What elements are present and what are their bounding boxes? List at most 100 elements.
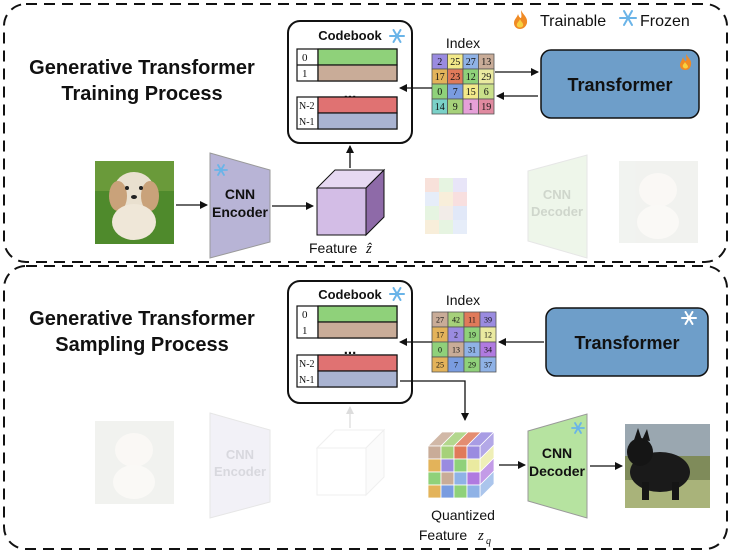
index-cell-value: 2 [454, 330, 458, 339]
quantized-cube-cell [427, 484, 442, 499]
index-cell-value: 19 [481, 102, 491, 113]
quantized-cube-cell [453, 445, 468, 460]
quantized-cube-cell [453, 471, 468, 486]
encoder-label: CNN [225, 186, 255, 202]
index-cell-value: 7 [454, 360, 458, 369]
quantized-cube-cell [453, 458, 468, 473]
training-index-title: Index [446, 35, 480, 51]
index-cell-value: 25 [450, 57, 460, 68]
quantized-label-line1: Quantized [431, 507, 495, 523]
quantized-cube-cell [440, 484, 455, 499]
faded-output-image [619, 161, 698, 243]
quantized-cube-cell [466, 445, 481, 460]
feature-cube [315, 168, 386, 237]
quantized-cube-cell [440, 458, 455, 473]
index-cell-value: 29 [468, 360, 476, 369]
training-cnn-encoder: CNN Encoder [209, 152, 271, 259]
index-cell-value: 12 [466, 72, 476, 83]
index-cell-value: 42 [452, 315, 460, 324]
index-cell-value: 17 [435, 72, 445, 83]
codebook-row-label: 1 [302, 68, 308, 80]
decoder-label: Decoder [529, 463, 586, 479]
index-cell-value: 11 [468, 315, 476, 324]
index-cell-value: 14 [435, 102, 445, 113]
index-cell-value: 27 [466, 57, 476, 68]
sampling-codebook: Codebook 0 1 ... N-2 N-1 [287, 280, 413, 404]
index-cell-value: 39 [484, 315, 492, 324]
decoder-label: CNN [542, 445, 572, 461]
index-cell-value: 25 [436, 360, 444, 369]
codebook-title: Codebook [318, 28, 382, 43]
index-cell-value: 13 [452, 345, 460, 354]
codebook-row-label: N-1 [299, 117, 315, 128]
sampling-transformer-block: Transformer [545, 307, 709, 377]
sampling-title-line2: Sampling Process [55, 334, 228, 356]
quantized-cube-cell [440, 471, 455, 486]
legend-frozen-label: Frozen [640, 13, 690, 30]
training-title-line2: Training Process [61, 83, 222, 105]
training-panel [3, 3, 728, 263]
faded-feature-cube [315, 428, 386, 497]
fire-icon [514, 10, 528, 29]
quantized-label-line2: Feature [419, 527, 467, 543]
faded-cnn-decoder: CNN Decoder [527, 154, 588, 259]
snowflake-icon [389, 287, 405, 301]
encoder-label: Encoder [212, 204, 269, 220]
sampling-index-grid: 27 42 11 39 17 2 19 12 0 13 31 34 25 7 29 37 [431, 311, 497, 373]
snowflake-icon [681, 311, 697, 325]
decoder-label: CNN [543, 187, 571, 202]
quantized-cube-cell [466, 458, 481, 473]
quantized-cube-cell [466, 484, 481, 499]
index-cell-value: 27 [436, 315, 444, 324]
feature-label: Feature [309, 240, 357, 256]
index-cell [479, 356, 497, 373]
transformer-label: Transformer [567, 75, 672, 95]
index-cell-value: 23 [450, 72, 460, 83]
codebook-ellipsis: ... [344, 341, 357, 358]
index-cell-value: 0 [438, 345, 442, 354]
quantized-cube-cell [453, 484, 468, 499]
faded-quantized-cube [425, 178, 467, 234]
quantized-subscript: q [486, 536, 491, 547]
output-dog-image [625, 424, 710, 508]
index-cell-value: 31 [468, 345, 476, 354]
codebook-row-label: N-2 [299, 359, 315, 370]
index-cell-value: 34 [484, 345, 492, 354]
codebook-title: Codebook [318, 287, 382, 302]
codebook-row-label: 0 [302, 52, 308, 64]
transformer-label: Transformer [574, 333, 679, 353]
quantized-cube-cell [427, 471, 442, 486]
index-cell-value: 0 [437, 87, 442, 98]
quantized-feature-cube [427, 431, 495, 499]
codebook-row-label: 1 [302, 325, 308, 337]
quantized-symbol: z [477, 528, 484, 544]
index-cell-value: 2 [437, 57, 442, 68]
sampling-cnn-decoder: CNN Decoder [527, 413, 588, 519]
sampling-title-line1: Generative Transformer [29, 308, 255, 330]
index-cell-value: 6 [484, 87, 489, 98]
training-codebook: Codebook 0 1 ... N-2 N-1 [287, 20, 413, 144]
index-cell [478, 98, 495, 115]
index-cell-value: 19 [468, 330, 476, 339]
encoder-label: CNN [226, 447, 254, 462]
index-cell-value: 12 [484, 330, 492, 339]
encoder-label: Encoder [214, 464, 266, 479]
quantized-cube-cell [466, 471, 481, 486]
index-cell-value: 37 [484, 360, 492, 369]
index-cell-value: 1 [468, 102, 473, 113]
snowflake-icon [619, 10, 637, 26]
index-cell-value: 29 [481, 72, 491, 83]
codebook-row-label: N-2 [299, 101, 315, 112]
index-cell-value: 7 [453, 87, 458, 98]
input-dog-image [95, 161, 174, 244]
sampling-index-title: Index [446, 292, 480, 308]
codebook-row-label: N-1 [299, 375, 315, 386]
snowflake-icon [571, 422, 585, 434]
index-cell-value: 17 [436, 330, 444, 339]
quantized-cube-cell [440, 445, 455, 460]
sampling-panel [3, 265, 728, 550]
training-title-line1: Generative Transformer [29, 57, 255, 79]
index-cell-value: 9 [453, 102, 458, 113]
snowflake-icon [214, 164, 228, 176]
